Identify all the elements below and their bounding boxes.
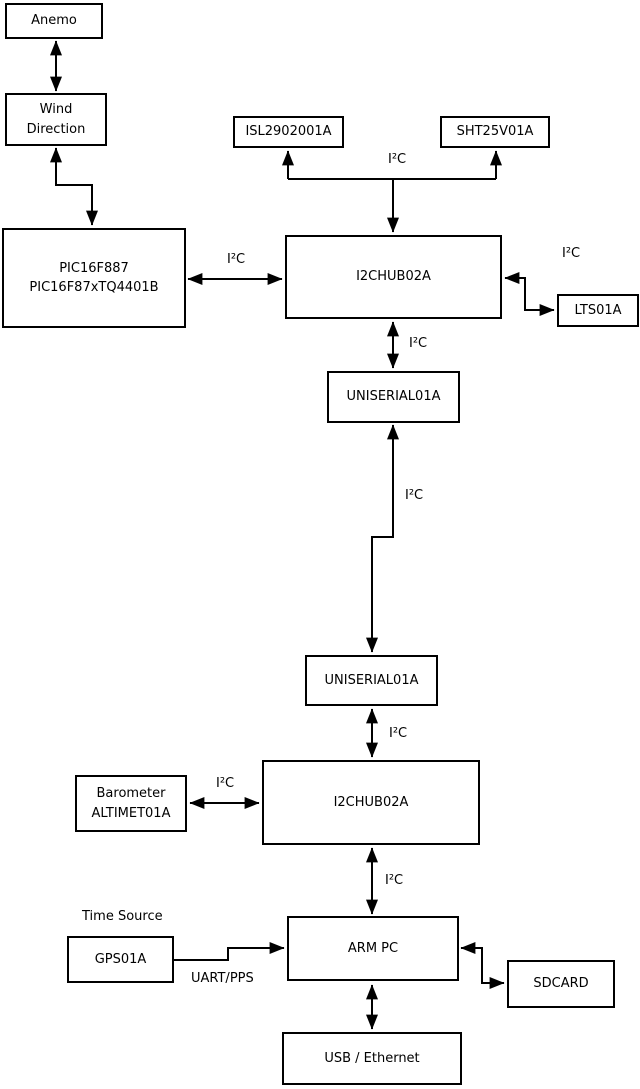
node-sdcard-label: SDCARD — [533, 976, 589, 992]
node-i2chub02a-2: I2CHUB02A — [262, 760, 480, 845]
node-uniserial01a-1-label: UNISERIAL01A — [346, 389, 441, 405]
node-sdcard: SDCARD — [507, 960, 615, 1008]
edge-label-i2c-hub1-uni1: I²C — [409, 336, 428, 351]
node-anemo-label: Anemo — [31, 13, 77, 29]
node-arm-pc: ARM PC — [287, 916, 459, 981]
node-usb-ethernet: USB / Ethernet — [282, 1032, 462, 1085]
edge-label-time-source: Time Source — [82, 909, 163, 924]
node-pic: PIC16F887 PIC16F87xTQ4401B — [2, 228, 186, 328]
node-lts01a: LTS01A — [557, 294, 639, 327]
node-isl2902001a-label: ISL2902001A — [245, 124, 332, 140]
node-wind-direction-label-line2: Direction — [26, 121, 86, 137]
node-lts01a-label: LTS01A — [574, 302, 622, 318]
edge-label-i2c-pic-hub1: I²C — [227, 252, 246, 267]
node-usb-ethernet-label: USB / Ethernet — [324, 1050, 420, 1066]
edge-label-i2c-lts: I²C — [562, 246, 581, 261]
node-i2chub02a-1-label: I2CHUB02A — [356, 269, 431, 285]
node-wind-direction-label-line1: Wind — [39, 102, 73, 117]
edge-label-i2c-barometer: I²C — [216, 776, 235, 791]
edge-label-i2c-uni1-uni2: I²C — [405, 488, 424, 503]
node-gps01a: GPS01A — [67, 936, 174, 983]
edge-label-i2c-sensors: I²C — [388, 152, 407, 167]
node-barometer-label-line2: ALTIMET01A — [91, 805, 171, 821]
node-i2chub02a-1: I2CHUB02A — [285, 235, 502, 319]
node-isl2902001a: ISL2902001A — [233, 116, 344, 148]
edge-label-i2c-uni2-hub2: I²C — [389, 726, 408, 741]
node-i2chub02a-2-label: I2CHUB02A — [333, 794, 409, 810]
connector-wind-pic — [50, 147, 98, 226]
connector-hub1-lts — [504, 272, 555, 316]
node-arm-pc-label: ARM PC — [347, 940, 399, 956]
node-wind-direction: Wind Direction — [5, 93, 107, 146]
node-sht25v01a-label: SHT25V01A — [456, 124, 534, 140]
connector-armpc-sdcard — [460, 942, 505, 989]
node-pic-label-line1: PIC16F887 — [59, 260, 129, 276]
edge-label-i2c-hub2-arm: I²C — [385, 873, 404, 888]
node-uniserial01a-2-label: UNISERIAL01A — [324, 672, 419, 688]
edge-label-uart-pps: UART/PPS — [191, 971, 254, 986]
node-uniserial01a-1: UNISERIAL01A — [327, 371, 460, 423]
node-uniserial01a-2: UNISERIAL01A — [305, 655, 438, 706]
node-anemo: Anemo — [5, 3, 103, 39]
node-sht25v01a: SHT25V01A — [440, 116, 550, 148]
connector-uni1-uni2 — [366, 424, 399, 653]
node-barometer: Barometer ALTIMET01A — [75, 775, 187, 832]
node-pic-label-line2: PIC16F87xTQ4401B — [29, 280, 159, 295]
node-barometer-label-line1: Barometer — [96, 786, 166, 801]
node-gps01a-label: GPS01A — [94, 951, 147, 967]
connector-gps-armpc — [173, 942, 285, 961]
